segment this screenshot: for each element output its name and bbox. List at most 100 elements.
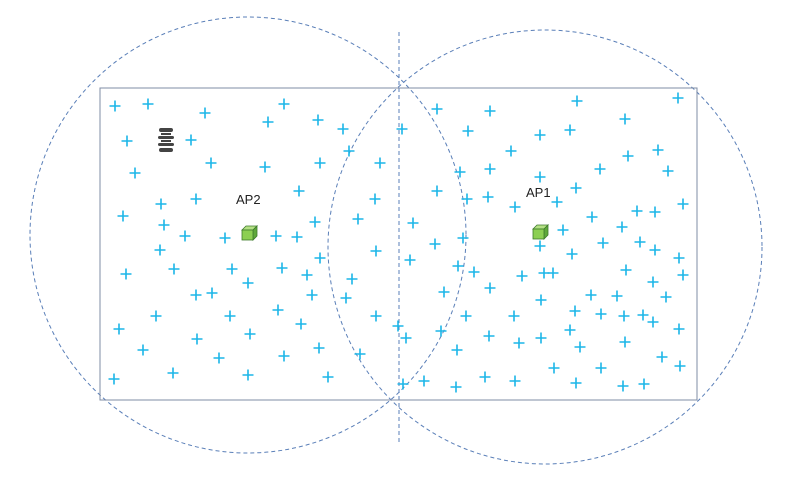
station-cross-icon — [142, 98, 154, 110]
station-cross-icon — [190, 193, 202, 205]
station-cross-icon — [185, 134, 197, 146]
station-cross-icon — [585, 289, 597, 301]
station-cross-icon — [199, 107, 211, 119]
station-cross-icon — [620, 264, 632, 276]
station-cross-icon — [259, 161, 271, 173]
station-cross-icon — [392, 320, 404, 332]
station-cross-icon — [369, 193, 381, 205]
station-cross-icon — [272, 304, 284, 316]
station-cross-icon — [370, 310, 382, 322]
station-cross-icon — [569, 305, 581, 317]
access-point-ap1: AP1 — [526, 185, 551, 240]
station-cross-icon — [566, 248, 578, 260]
station-cross-icon — [155, 198, 167, 210]
station-cross-icon — [484, 105, 496, 117]
station-cross-icon — [244, 328, 256, 340]
station-cross-icon — [404, 254, 416, 266]
station-cross-icon — [407, 217, 419, 229]
station-cross-icon — [213, 352, 225, 364]
station-cross-icon — [190, 289, 202, 301]
station-cross-icon — [452, 260, 464, 272]
station-cross-icon — [535, 332, 547, 344]
station-cross-icon — [505, 145, 517, 157]
service-area-rectangle — [99, 87, 698, 401]
station-cross-icon — [484, 282, 496, 294]
station-cross-icon — [631, 205, 643, 217]
station-cross-icon — [354, 348, 366, 360]
station-cross-icon — [482, 191, 494, 203]
station-cross-icon — [649, 206, 661, 218]
station-cross-icon — [634, 236, 646, 248]
station-cross-icon — [513, 337, 525, 349]
router-cube-icon — [532, 224, 549, 240]
station-cross-icon — [672, 92, 684, 104]
station-cross-icon — [509, 201, 521, 213]
station-cross-icon — [431, 103, 443, 115]
station-cross-icon — [435, 325, 447, 337]
station-cross-icon — [396, 123, 408, 135]
station-cross-icon — [120, 268, 132, 280]
ap1-label: AP1 — [526, 185, 551, 200]
station-cross-icon — [534, 171, 546, 183]
station-cross-icon — [619, 336, 631, 348]
station-cross-icon — [516, 270, 528, 282]
station-cross-icon — [564, 124, 576, 136]
station-cross-icon — [574, 341, 586, 353]
station-cross-icon — [293, 185, 305, 197]
station-cross-icon — [313, 342, 325, 354]
station-cross-icon — [418, 375, 430, 387]
station-cross-icon — [652, 144, 664, 156]
station-cross-icon — [219, 232, 231, 244]
station-cross-icon — [276, 262, 288, 274]
station-cross-icon — [595, 308, 607, 320]
station-cross-icon — [638, 378, 650, 390]
station-cross-icon — [337, 123, 349, 135]
station-cross-icon — [647, 316, 659, 328]
station-cross-icon — [400, 332, 412, 344]
station-cross-icon — [242, 277, 254, 289]
station-cross-icon — [622, 150, 634, 162]
station-cross-icon — [295, 318, 307, 330]
station-cross-icon — [616, 221, 628, 233]
station-cross-icon — [677, 198, 689, 210]
station-cross-icon — [594, 163, 606, 175]
station-cross-icon — [438, 286, 450, 298]
station-cross-icon — [619, 113, 631, 125]
station-cross-icon — [649, 244, 661, 256]
station-cross-icon — [534, 129, 546, 141]
ap2-coverage-circle — [29, 16, 467, 454]
station-cross-icon — [479, 371, 491, 383]
station-cross-icon — [179, 230, 191, 242]
station-cross-icon — [206, 287, 218, 299]
station-cross-icon — [468, 266, 480, 278]
station-cross-icon — [674, 360, 686, 372]
station-cross-icon — [673, 323, 685, 335]
station-cross-icon — [509, 375, 521, 387]
station-cross-icon — [137, 344, 149, 356]
station-cross-icon — [597, 237, 609, 249]
ap2-label: AP2 — [236, 192, 261, 207]
station-cross-icon — [457, 232, 469, 244]
station-cross-icon — [108, 373, 120, 385]
station-cross-icon — [309, 216, 321, 228]
station-cross-icon — [306, 289, 318, 301]
station-cross-icon — [278, 98, 290, 110]
station-cross-icon — [429, 238, 441, 250]
station-cross-icon — [374, 157, 386, 169]
station-cross-icon — [660, 291, 672, 303]
station-cross-icon — [270, 230, 282, 242]
station-cross-icon — [301, 269, 313, 281]
station-cross-icon — [129, 167, 141, 179]
station-cross-icon — [462, 125, 474, 137]
station-cross-icon — [484, 163, 496, 175]
station-cross-icon — [570, 182, 582, 194]
station-cross-icon — [154, 244, 166, 256]
station-cross-icon — [370, 245, 382, 257]
station-cross-icon — [168, 263, 180, 275]
station-cross-icon — [586, 211, 598, 223]
station-cross-icon — [673, 252, 685, 264]
station-cross-icon — [508, 310, 520, 322]
station-cross-icon — [322, 371, 334, 383]
station-cross-icon — [167, 367, 179, 379]
